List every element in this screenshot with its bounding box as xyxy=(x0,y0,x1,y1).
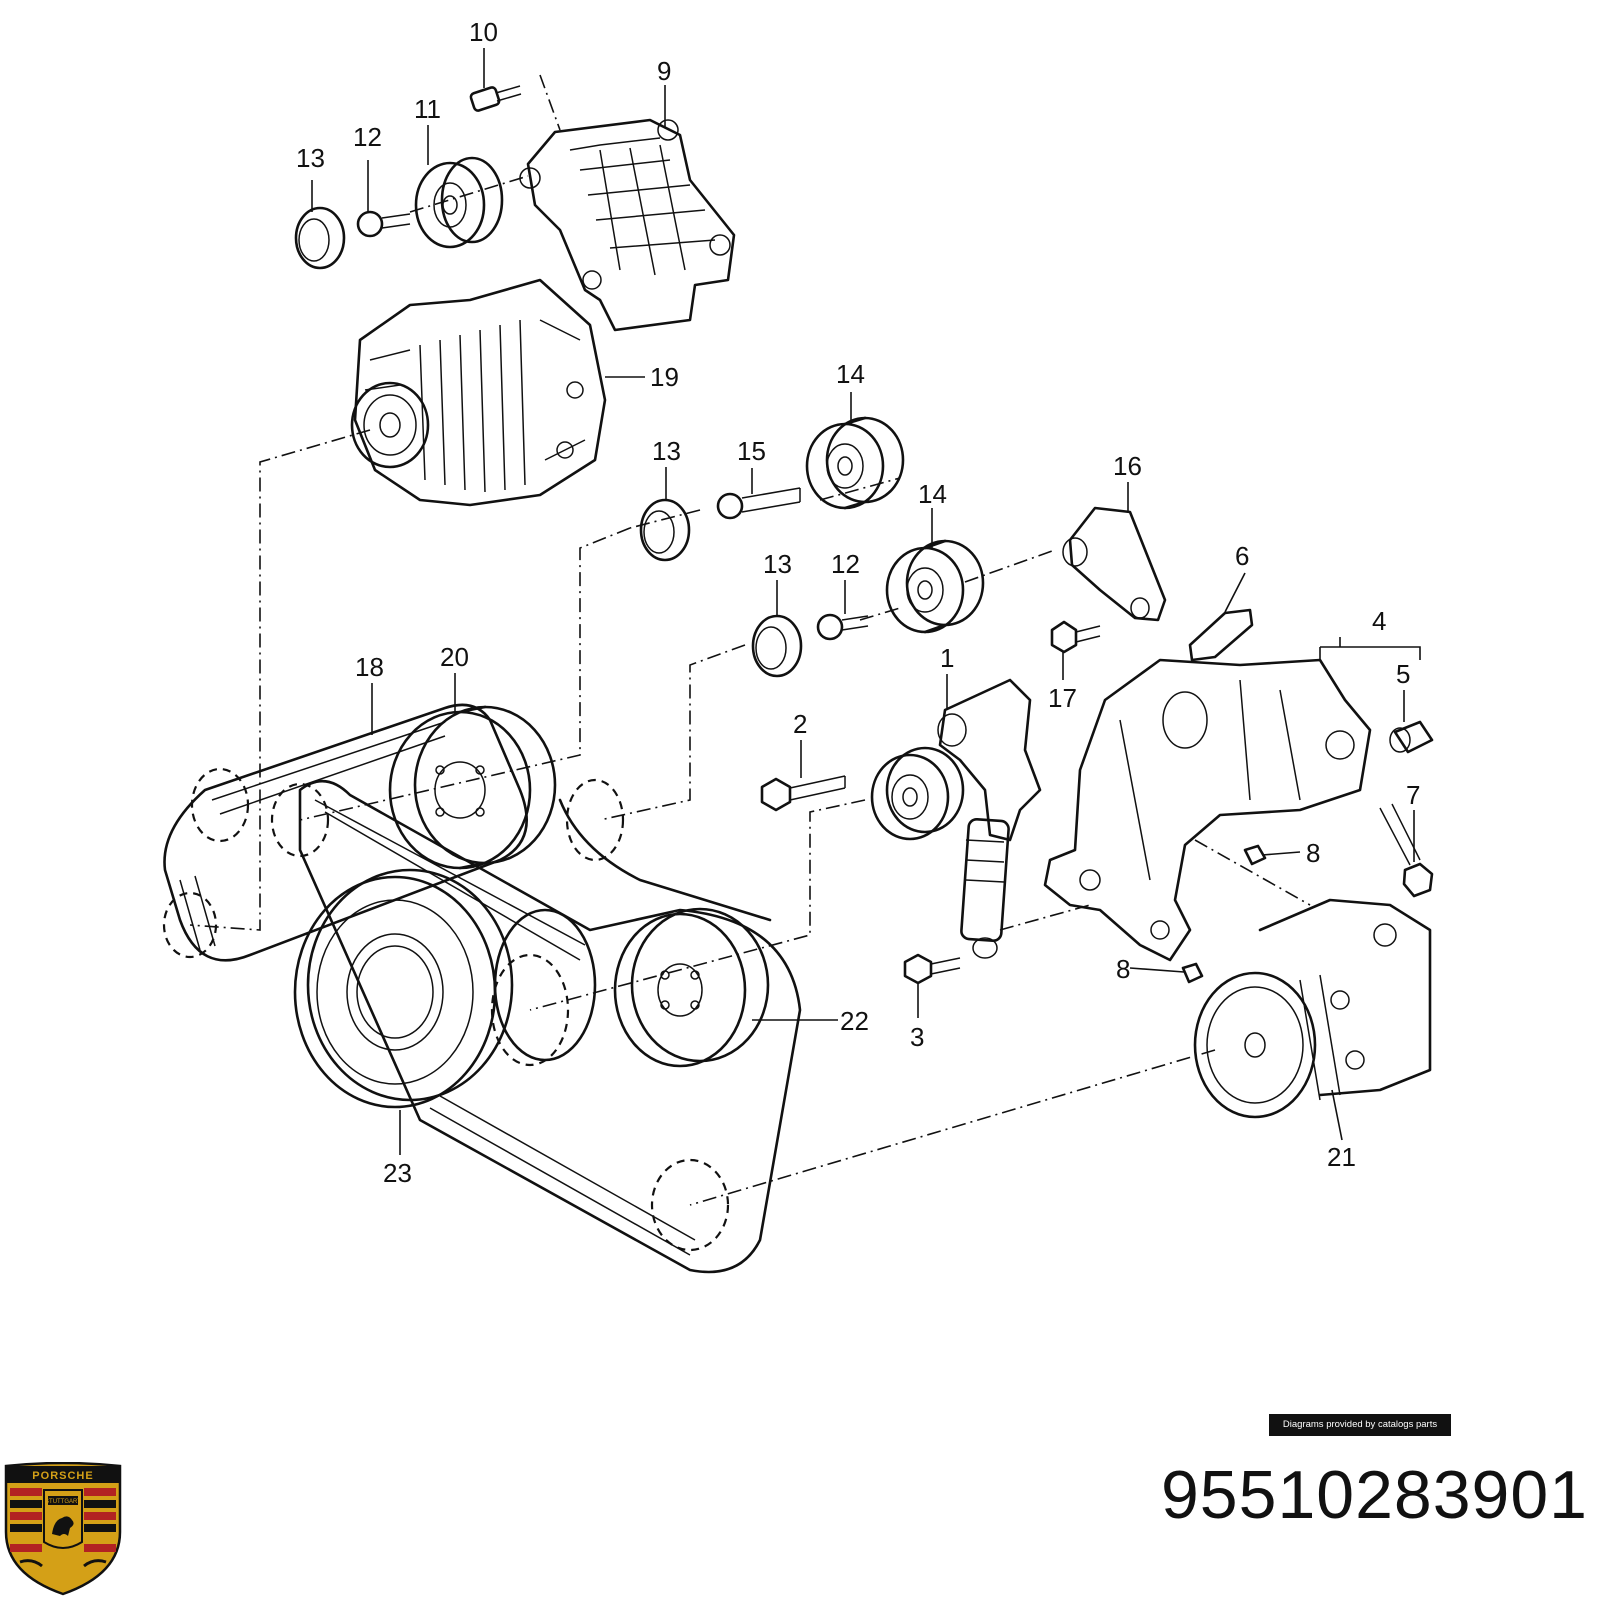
gasket-6 xyxy=(1188,608,1254,662)
svg-text:STUTTGART: STUTTGART xyxy=(45,1499,81,1505)
callout-19: 19 xyxy=(650,362,679,392)
callout-13-lower: 13 xyxy=(763,549,792,579)
belt-tensioner-1 xyxy=(870,678,1042,959)
pulley-22 xyxy=(613,907,770,1068)
callout-13-top: 13 xyxy=(296,143,325,173)
callout-11: 11 xyxy=(414,94,441,124)
bolt-12-lower xyxy=(816,613,869,641)
sleeve-8-lower xyxy=(1181,962,1204,984)
assembly-lines xyxy=(189,74,1311,1206)
part-number: 95510283901 xyxy=(1160,1457,1588,1533)
dust-cap-13-middle xyxy=(639,498,691,562)
compressor-bracket-4 xyxy=(1043,658,1372,962)
callout-17: 17 xyxy=(1048,683,1077,713)
callout-3: 3 xyxy=(910,1022,924,1052)
callout-8-upper: 8 xyxy=(1306,838,1320,868)
crankshaft-pulley xyxy=(293,868,597,1109)
callout-8-lower: 8 xyxy=(1116,954,1130,984)
callout-10: 10 xyxy=(469,17,498,47)
callout-6: 6 xyxy=(1235,541,1249,571)
diagram-credit: Diagrams provided by catalogs parts xyxy=(1269,1414,1451,1436)
leader-lines xyxy=(311,48,1421,1155)
bolt-10 xyxy=(469,85,522,112)
sleeve-8-upper xyxy=(1243,844,1267,866)
callout-7: 7 xyxy=(1406,780,1420,810)
pulley-position-markers xyxy=(162,767,730,1252)
callout-2: 2 xyxy=(793,709,807,739)
callout-18: 18 xyxy=(355,652,384,682)
callout-14-upper: 14 xyxy=(836,359,865,389)
callout-numbers: 10 9 11 12 13 19 14 13 15 16 14 6 13 12 … xyxy=(296,17,1420,1188)
callout-15: 15 xyxy=(737,436,766,466)
bolt-2 xyxy=(760,775,846,812)
alternator xyxy=(350,278,607,507)
bolt-3 xyxy=(903,953,961,985)
bolt-7 xyxy=(1379,803,1434,898)
idler-pulley-14-lower xyxy=(885,539,985,634)
callout-16: 16 xyxy=(1113,451,1142,481)
bolt-12-top xyxy=(356,210,411,238)
ribbed-belt-23 xyxy=(298,779,802,1274)
svg-text:PORSCHE: PORSCHE xyxy=(32,1470,93,1482)
alternator-bracket xyxy=(519,118,736,332)
dust-cap-13-lower xyxy=(751,614,803,678)
bolt-15 xyxy=(716,487,801,520)
ribbed-belt-18 xyxy=(163,703,528,962)
idler-pulley-11 xyxy=(414,156,504,249)
callout-12-top: 12 xyxy=(353,122,382,152)
callout-14-lower: 14 xyxy=(918,479,947,509)
callout-20: 20 xyxy=(440,642,469,672)
callout-9: 9 xyxy=(657,56,671,86)
pulley-20 xyxy=(388,705,557,870)
callout-4: 4 xyxy=(1372,606,1386,636)
callout-23: 23 xyxy=(383,1158,412,1188)
dust-cap-13-top xyxy=(294,206,346,270)
porsche-crest-logo: PORSCHE STUTTGART xyxy=(4,1462,122,1596)
callout-5: 5 xyxy=(1396,659,1410,689)
callout-13-middle: 13 xyxy=(652,436,681,466)
callout-1: 1 xyxy=(940,643,954,673)
callout-21: 21 xyxy=(1327,1142,1356,1172)
callout-22: 22 xyxy=(840,1006,869,1036)
bushing-5 xyxy=(1389,720,1434,754)
callout-12-lower: 12 xyxy=(831,549,860,579)
pulley-bracket-16 xyxy=(1062,506,1167,622)
ac-compressor xyxy=(1193,898,1432,1119)
idler-pulley-14-upper xyxy=(805,416,905,510)
bolt-17 xyxy=(1050,620,1101,654)
